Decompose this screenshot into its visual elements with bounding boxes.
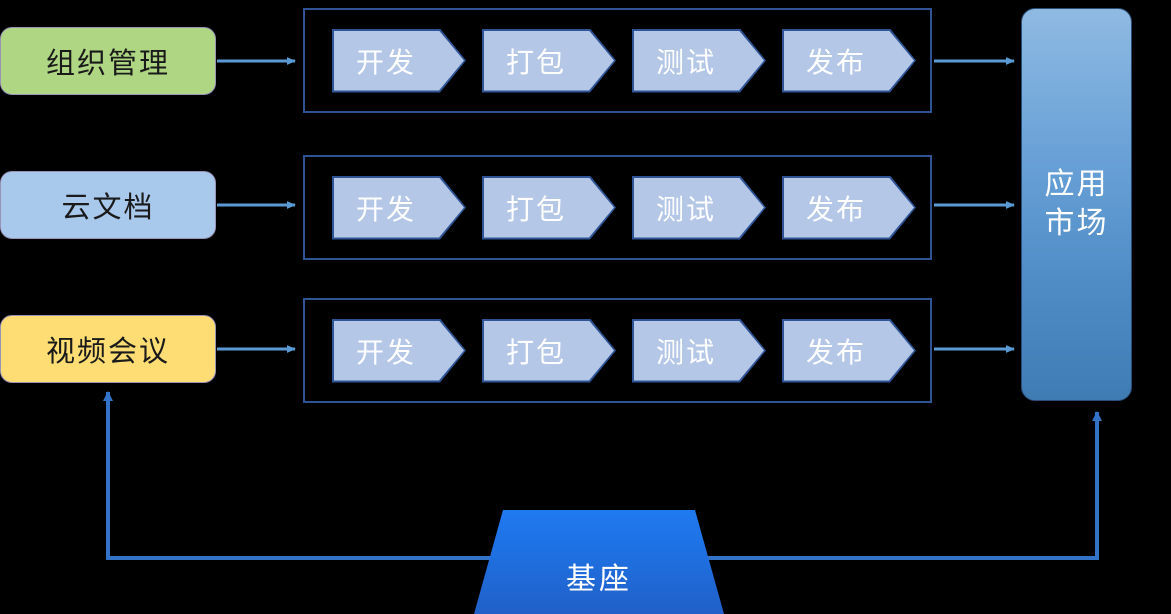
pipeline-stage-row: 开发 打包 测试 发布 xyxy=(305,10,930,111)
stage-fill xyxy=(334,321,464,381)
stage-label: 打包 xyxy=(505,192,566,226)
app-box-cloud-document[interactable]: 云文档 xyxy=(0,171,216,239)
stage-label: 发布 xyxy=(805,335,866,369)
stage-label: 测试 xyxy=(655,335,716,369)
arrow-base-to-app-2 xyxy=(103,391,520,560)
stage-label: 开发 xyxy=(355,192,416,226)
stage-fill xyxy=(484,178,614,238)
stage-label: 开发 xyxy=(355,45,416,79)
stage-fill xyxy=(784,178,914,238)
pipeline-stage-release[interactable]: 发布 xyxy=(782,319,916,383)
app-market-label-line1: 应用 xyxy=(1044,167,1109,203)
stage-fill xyxy=(634,321,764,381)
stage-fill xyxy=(784,31,914,91)
stage-label: 开发 xyxy=(355,335,416,369)
stage-label: 测试 xyxy=(655,45,716,79)
stage-label: 打包 xyxy=(505,45,566,79)
app-market-label-line2: 市场 xyxy=(1044,205,1109,241)
app-box-label: 组织管理 xyxy=(45,46,170,80)
app-box-video-conference[interactable]: 视频会议 xyxy=(0,315,216,383)
app-market-box[interactable]: 应用 市场 xyxy=(1021,8,1132,401)
stage-fill xyxy=(484,31,614,91)
stage-label: 测试 xyxy=(655,192,716,226)
stage-label: 发布 xyxy=(805,45,866,79)
pipeline-container-1: 开发 打包 测试 发布 xyxy=(303,155,932,260)
pipeline-stage-release[interactable]: 发布 xyxy=(782,176,916,240)
base-label: 基座 xyxy=(566,562,632,597)
pipeline-stage-row: 开发 打包 测试 发布 xyxy=(305,300,930,401)
pipeline-stage-develop[interactable]: 开发 xyxy=(332,319,466,383)
stage-fill xyxy=(334,178,464,238)
pipeline-stage-test[interactable]: 测试 xyxy=(632,176,766,240)
pipeline-stage-develop[interactable]: 开发 xyxy=(332,29,466,93)
stage-fill xyxy=(634,178,764,238)
app-box-label: 云文档 xyxy=(61,190,155,224)
pipeline-stage-row: 开发 打包 测试 发布 xyxy=(305,157,930,258)
stage-fill xyxy=(334,31,464,91)
pipeline-stage-package[interactable]: 打包 xyxy=(482,319,616,383)
pipeline-stage-test[interactable]: 测试 xyxy=(632,319,766,383)
arrow-base-to-market xyxy=(676,411,1102,560)
base-platform-shape[interactable]: 基座 xyxy=(474,510,724,614)
app-box-organization-management[interactable]: 组织管理 xyxy=(0,27,216,95)
stage-label: 打包 xyxy=(505,335,566,369)
pipeline-container-2: 开发 打包 测试 发布 xyxy=(303,298,932,403)
pipeline-stage-release[interactable]: 发布 xyxy=(782,29,916,93)
app-box-label: 视频会议 xyxy=(45,334,170,368)
stage-label: 发布 xyxy=(805,192,866,226)
base-trapezoid xyxy=(474,510,724,614)
stage-fill xyxy=(484,321,614,381)
pipeline-stage-test[interactable]: 测试 xyxy=(632,29,766,93)
stage-fill xyxy=(634,31,764,91)
stage-fill xyxy=(784,321,914,381)
pipeline-stage-package[interactable]: 打包 xyxy=(482,176,616,240)
pipeline-stage-package[interactable]: 打包 xyxy=(482,29,616,93)
pipeline-stage-develop[interactable]: 开发 xyxy=(332,176,466,240)
pipeline-container-0: 开发 打包 测试 发布 xyxy=(303,8,932,113)
